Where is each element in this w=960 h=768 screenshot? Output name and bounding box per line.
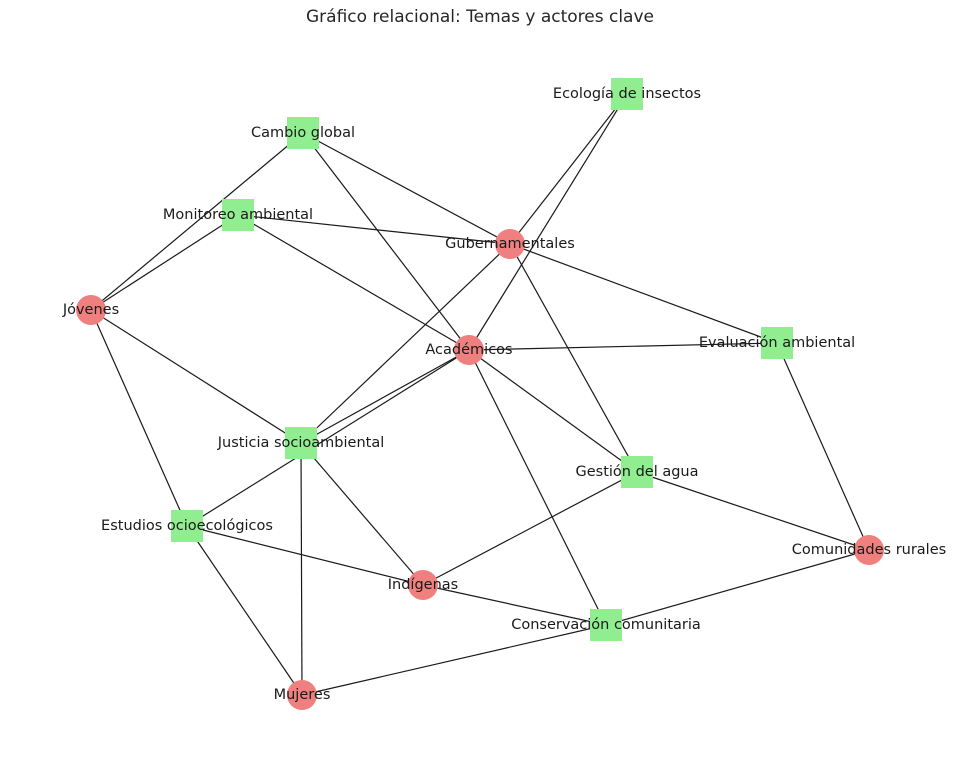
node-label-agua: Gestión del agua: [575, 464, 698, 480]
edge-ecologia-guber: [509, 93, 628, 245]
node-label-estudios: Estudios ocioecológicos: [101, 518, 273, 534]
edge-estudios-mujeres: [186, 525, 303, 696]
edge-cambio-guber: [302, 132, 511, 245]
node-ecologia: [611, 78, 643, 110]
node-label-ecologia: Ecología de insectos: [553, 86, 701, 102]
edges-layer: [90, 93, 870, 696]
node-conservacion: [590, 609, 622, 641]
node-indigenas: [408, 570, 438, 600]
edge-conservacion-rurales: [605, 549, 870, 626]
edge-guber-agua: [509, 243, 638, 473]
node-label-justicia: Justicia socioambiental: [217, 435, 384, 451]
node-label-indigenas: Indígenas: [388, 577, 458, 593]
node-label-monitoreo: Monitoreo ambiental: [163, 207, 313, 223]
edge-cambio-academicos: [302, 132, 470, 351]
node-rurales: [854, 535, 884, 565]
node-monitoreo: [222, 199, 254, 231]
node-label-evaluacion: Evaluación ambiental: [699, 335, 855, 351]
edge-academicos-agua: [468, 349, 638, 473]
edge-justicia-indigenas: [300, 442, 424, 586]
edge-jovenes-justicia: [90, 309, 302, 444]
node-label-conservacion: Conservación comunitaria: [511, 617, 701, 633]
node-label-cambio: Cambio global: [251, 125, 355, 141]
edge-monitoreo-guber: [237, 214, 511, 245]
node-agua: [621, 456, 653, 488]
edge-ecologia-academicos: [468, 93, 628, 351]
node-guber: [495, 229, 525, 259]
node-jovenes: [76, 295, 106, 325]
edge-cambio-jovenes: [90, 132, 304, 311]
node-label-academicos: Académicos: [425, 342, 512, 358]
edge-jovenes-estudios: [90, 309, 188, 527]
edge-agua-rurales: [636, 471, 870, 551]
node-evaluacion: [761, 327, 793, 359]
node-estudios: [171, 510, 203, 542]
edge-academicos-estudios: [186, 349, 470, 527]
edge-academicos-conservacion: [468, 349, 607, 626]
node-label-rurales: Comunidades rurales: [792, 542, 946, 558]
edge-monitoreo-academicos: [237, 214, 470, 351]
edge-indigenas-conservacion: [422, 584, 607, 626]
node-label-guber: Gubernamentales: [445, 236, 575, 252]
nodes-layer: [76, 78, 884, 710]
edge-monitoreo-jovenes: [90, 214, 239, 311]
chart-title: Gráfico relacional: Temas y actores clav…: [305, 7, 654, 27]
edge-conservacion-mujeres: [301, 624, 607, 696]
edge-academicos-justicia: [300, 349, 470, 444]
edge-guber-justicia: [300, 243, 511, 444]
edge-agua-indigenas: [422, 471, 638, 586]
edge-academicos-evaluacion: [468, 342, 778, 351]
node-cambio: [287, 117, 319, 149]
node-label-jovenes: Jóvenes: [62, 302, 119, 318]
node-label-mujeres: Mujeres: [274, 687, 331, 703]
node-mujeres: [287, 680, 317, 710]
edge-justicia-mujeres: [300, 442, 303, 696]
node-academicos: [454, 335, 484, 365]
edge-guber-evaluacion: [509, 243, 778, 344]
edge-estudios-indigenas: [186, 525, 424, 586]
node-justicia: [285, 427, 317, 459]
edge-evaluacion-rurales: [776, 342, 870, 551]
